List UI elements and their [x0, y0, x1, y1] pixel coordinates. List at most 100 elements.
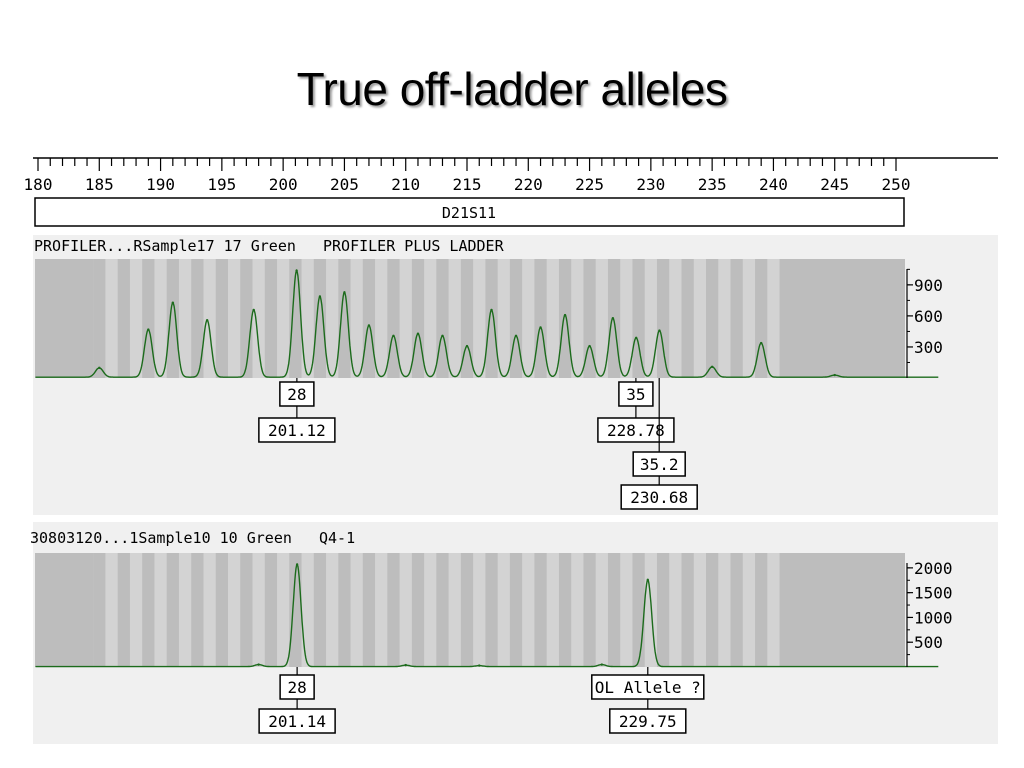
- signal-trace: [35, 563, 939, 668]
- allele-bin: [264, 259, 278, 378]
- signal-trace: [35, 268, 939, 378]
- allele-bin: [215, 259, 228, 378]
- x-tick-label: 240: [759, 175, 788, 194]
- allele-call-label: 35.2: [640, 455, 679, 474]
- allele-call-label: 28: [287, 678, 306, 697]
- allele-bin: [411, 259, 425, 378]
- trace-peak: [252, 308, 255, 312]
- allele-bin: [362, 553, 376, 667]
- allele-bin: [632, 553, 645, 667]
- allele-bin: [706, 553, 719, 667]
- trace-peak: [205, 319, 209, 322]
- allele-bin: [558, 259, 572, 378]
- trace-peak: [646, 578, 649, 582]
- allele-bin: [289, 553, 302, 667]
- trace-peak: [404, 663, 407, 667]
- allele-bin: [411, 553, 425, 667]
- y-tick-label: 2000: [914, 559, 953, 578]
- allele-call-label: 35: [626, 385, 645, 404]
- x-tick-label: 190: [146, 175, 175, 194]
- size-call-label: 201.12: [268, 421, 326, 440]
- allele-bin: [656, 259, 670, 378]
- size-call-box: [258, 708, 336, 734]
- trace-peak: [171, 301, 175, 304]
- size-call-label: 228.78: [607, 421, 665, 440]
- y-tick-label: 300: [914, 338, 943, 357]
- size-call-label: 229.75: [619, 712, 677, 731]
- allele-bin: [755, 553, 768, 667]
- x-tick-label: 185: [85, 175, 114, 194]
- allele-bin: [93, 553, 106, 667]
- trace-peak: [295, 269, 298, 272]
- allele-bin: [583, 259, 596, 378]
- trace-peak: [295, 563, 299, 566]
- marker-label: D21S11: [442, 204, 496, 222]
- allele-bin: [338, 553, 351, 667]
- allele-bin: [460, 259, 474, 378]
- trace-peak: [318, 295, 322, 298]
- allele-call-box: [618, 381, 654, 407]
- allele-bin: [558, 553, 572, 667]
- allele-bin: [313, 259, 327, 378]
- trace-peak: [392, 334, 395, 337]
- trace-peak: [710, 365, 714, 369]
- allele-bin: [142, 553, 155, 667]
- size-call-label: 230.68: [630, 488, 688, 507]
- allele-call-box: [632, 451, 686, 477]
- allele-bin: [485, 553, 498, 667]
- trace-peak: [490, 308, 493, 312]
- allele-bin: [191, 259, 204, 378]
- trace-peak: [514, 334, 518, 337]
- x-tick-label: 225: [575, 175, 604, 194]
- allele-bin: [117, 553, 130, 667]
- allele-bin: [338, 259, 351, 378]
- size-call-box: [620, 484, 698, 510]
- allele-bin: [264, 553, 278, 667]
- allele-bin: [460, 553, 474, 667]
- allele-bin: [706, 259, 719, 378]
- allele-bin: [607, 553, 621, 667]
- trace-peak: [147, 328, 150, 331]
- marker-bar: [34, 197, 905, 227]
- size-call-box: [609, 708, 687, 734]
- x-tick-label: 235: [698, 175, 727, 194]
- allele-bin: [93, 259, 106, 378]
- x-tick-label: 230: [636, 175, 665, 194]
- allele-bin: [117, 259, 130, 378]
- x-tick-label: 250: [882, 175, 911, 194]
- panel-1-title: PROFILER...RSample17 17 Green PROFILER P…: [34, 237, 505, 255]
- y-tick-label: 1000: [914, 608, 953, 627]
- x-tick-label: 205: [330, 175, 359, 194]
- allele-bin: [779, 553, 792, 667]
- x-tick-label: 220: [514, 175, 543, 194]
- trace-peak: [441, 334, 444, 337]
- allele-bin: [142, 259, 155, 378]
- trace-peak: [563, 313, 567, 317]
- trace-peak: [478, 664, 481, 667]
- y-tick-label: 900: [914, 276, 943, 295]
- allele-call-label: 28: [287, 385, 306, 404]
- trace-peak: [416, 332, 420, 335]
- allele-bin: [240, 553, 253, 667]
- trace-peak: [588, 344, 591, 348]
- allele-bin: [656, 553, 670, 667]
- allele-bin: [730, 259, 743, 378]
- allele-bin: [166, 553, 179, 667]
- allele-bin: [436, 259, 449, 378]
- allele-bin: [583, 553, 596, 667]
- allele-bin: [313, 553, 327, 667]
- allele-bin: [215, 553, 228, 667]
- x-tick-label: 210: [391, 175, 420, 194]
- x-tick-label: 215: [453, 175, 482, 194]
- allele-bin: [166, 259, 179, 378]
- trace-peak: [634, 336, 638, 340]
- out-of-range-region: [785, 553, 905, 667]
- allele-bin: [240, 259, 253, 378]
- allele-bin: [534, 259, 547, 378]
- x-tick-label: 245: [820, 175, 849, 194]
- allele-bin: [362, 259, 376, 378]
- allele-bin: [681, 553, 694, 667]
- y-tick-label: 500: [914, 633, 943, 652]
